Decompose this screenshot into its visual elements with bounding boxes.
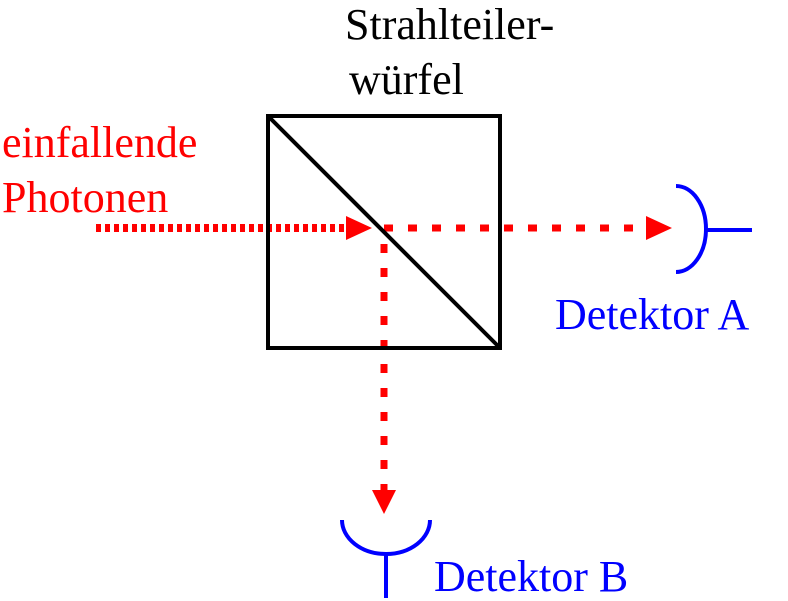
transmitted-beam-arrowhead — [646, 216, 672, 240]
detector-a-label: Detektor A — [555, 290, 750, 339]
incident-photons-label-line1: einfallende — [2, 118, 198, 167]
reflected-beam-arrowhead — [372, 490, 396, 514]
beam-splitter-label-line1: Strahlteiler- — [345, 0, 555, 49]
beam-splitter-label-line2: würfel — [349, 55, 464, 104]
beam-splitter-diagonal — [266, 114, 502, 350]
detector-b-label: Detektor B — [434, 552, 629, 601]
beam-splitter-cube — [266, 114, 502, 350]
detector-a-icon — [675, 184, 708, 274]
detector-b-icon — [340, 519, 432, 556]
incident-beam-arrowhead — [346, 216, 372, 240]
incident-photons-label-line2: Photonen — [2, 173, 169, 222]
